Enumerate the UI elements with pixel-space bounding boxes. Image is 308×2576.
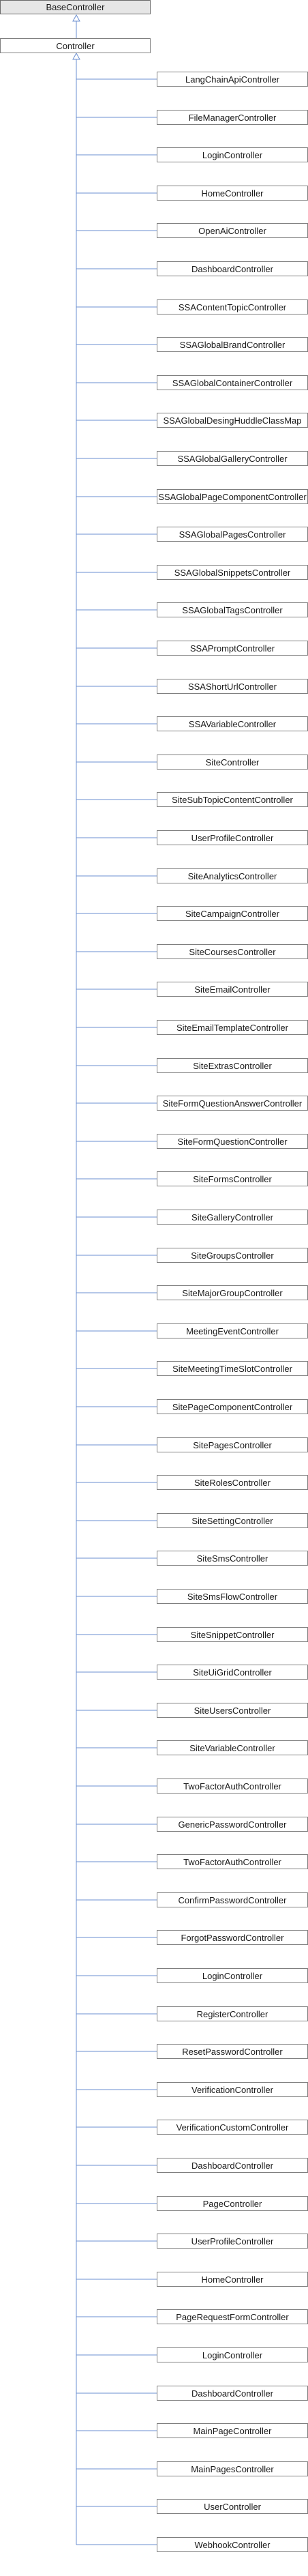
child-node-dashboard-controller[interactable]: DashboardController: [157, 2386, 308, 2401]
child-node-verification-custom-controller[interactable]: VerificationCustomController: [157, 2120, 308, 2135]
child-node-login-controller[interactable]: LoginController: [157, 147, 308, 162]
child-node-site-roles-controller[interactable]: SiteRolesController: [157, 1475, 308, 1490]
child-node-ssa-global-snippets-controller[interactable]: SSAGlobalSnippetsController: [157, 565, 308, 580]
child-node-login-controller[interactable]: LoginController: [157, 2347, 308, 2362]
child-node-user-controller[interactable]: UserController: [157, 2499, 308, 2514]
child-node-forgot-password-controller[interactable]: ForgotPasswordController: [157, 1930, 308, 1945]
child-node-site-users-controller[interactable]: SiteUsersController: [157, 1703, 308, 1718]
child-node-user-profile-controller[interactable]: UserProfileController: [157, 2234, 308, 2249]
child-node-ssa-global-page-component-controller[interactable]: SSAGlobalPageComponentController: [157, 489, 308, 504]
child-node-ssa-global-pages-controller[interactable]: SSAGlobalPagesController: [157, 527, 308, 542]
child-node-site-analytics-controller[interactable]: SiteAnalyticsController: [157, 868, 308, 883]
inheritance-arrow-controller: [72, 52, 80, 60]
child-node-open-ai-controller[interactable]: OpenAiController: [157, 223, 308, 238]
child-node-site-email-template-controller[interactable]: SiteEmailTemplateController: [157, 1020, 308, 1035]
child-node-site-forms-controller[interactable]: SiteFormsController: [157, 1171, 308, 1186]
child-node-login-controller[interactable]: LoginController: [157, 1968, 308, 1983]
child-node-ssa-global-tags-controller[interactable]: SSAGlobalTagsController: [157, 602, 308, 617]
child-node-two-factor-auth-controller[interactable]: TwoFactorAuthController: [157, 1854, 308, 1869]
child-node-two-factor-auth-controller[interactable]: TwoFactorAuthController: [157, 1779, 308, 1794]
base-controller-node[interactable]: BaseController: [0, 0, 151, 14]
child-node-ssa-content-topic-controller[interactable]: SSAContentTopicController: [157, 299, 308, 314]
child-node-site-campaign-controller[interactable]: SiteCampaignController: [157, 906, 308, 921]
child-node-dashboard-controller[interactable]: DashboardController: [157, 2158, 308, 2173]
child-node-site-major-group-controller[interactable]: SiteMajorGroupController: [157, 1285, 308, 1300]
child-node-site-gallery-controller[interactable]: SiteGalleryController: [157, 1210, 308, 1225]
child-node-site-setting-controller[interactable]: SiteSettingController: [157, 1513, 308, 1528]
child-node-site-sms-controller[interactable]: SiteSmsController: [157, 1551, 308, 1566]
child-node-site-sms-flow-controller[interactable]: SiteSmsFlowController: [157, 1589, 308, 1604]
child-node-page-request-form-controller[interactable]: PageRequestFormController: [157, 2309, 308, 2324]
child-node-home-controller[interactable]: HomeController: [157, 2272, 308, 2287]
child-node-register-controller[interactable]: RegisterController: [157, 2006, 308, 2021]
child-node-site-pages-controller[interactable]: SitePagesController: [157, 1437, 308, 1452]
child-node-ssa-prompt-controller[interactable]: SSAPromptController: [157, 641, 308, 656]
child-node-ssa-global-gallery-controller[interactable]: SSAGlobalGalleryController: [157, 451, 308, 466]
child-node-user-profile-controller[interactable]: UserProfileController: [157, 830, 308, 845]
child-node-site-snippet-controller[interactable]: SiteSnippetController: [157, 1627, 308, 1642]
child-node-site-extras-controller[interactable]: SiteExtrasController: [157, 1058, 308, 1073]
child-node-main-pages-controller[interactable]: MainPagesController: [157, 2461, 308, 2476]
child-node-ssa-variable-controller[interactable]: SSAVariableController: [157, 716, 308, 731]
child-node-webhook-controller[interactable]: WebhookController: [157, 2537, 308, 2552]
child-node-lang-chain-api-controller[interactable]: LangChainApiController: [157, 72, 308, 87]
child-node-site-groups-controller[interactable]: SiteGroupsController: [157, 1248, 308, 1263]
child-node-home-controller[interactable]: HomeController: [157, 186, 308, 201]
child-node-dashboard-controller[interactable]: DashboardController: [157, 261, 308, 276]
child-node-site-sub-topic-content-controller[interactable]: SiteSubTopicContentController: [157, 792, 308, 807]
child-node-site-controller[interactable]: SiteController: [157, 755, 308, 770]
child-node-file-manager-controller[interactable]: FileManagerController: [157, 110, 308, 125]
child-node-ssa-short-url-controller[interactable]: SSAShortUrlController: [157, 679, 308, 694]
child-node-site-courses-controller[interactable]: SiteCoursesController: [157, 944, 308, 959]
child-node-ssa-global-desing-huddle-class-map[interactable]: SSAGlobalDesingHuddleClassMap: [157, 413, 308, 428]
child-node-site-form-question-controller[interactable]: SiteFormQuestionController: [157, 1134, 308, 1149]
child-node-page-controller[interactable]: PageController: [157, 2196, 308, 2211]
child-node-generic-password-controller[interactable]: GenericPasswordController: [157, 1817, 308, 1832]
child-node-reset-password-controller[interactable]: ResetPasswordController: [157, 2044, 308, 2059]
controller-node[interactable]: Controller: [0, 38, 151, 53]
child-node-main-page-controller[interactable]: MainPageController: [157, 2423, 308, 2438]
child-node-site-form-question-answer-controller[interactable]: SiteFormQuestionAnswerController: [157, 1096, 308, 1111]
child-node-site-ui-grid-controller[interactable]: SiteUiGridController: [157, 1665, 308, 1680]
child-node-ssa-global-container-controller[interactable]: SSAGlobalContainerController: [157, 375, 308, 390]
child-node-confirm-password-controller[interactable]: ConfirmPasswordController: [157, 1892, 308, 1907]
child-node-site-meeting-time-slot-controller[interactable]: SiteMeetingTimeSlotController: [157, 1361, 308, 1376]
child-node-site-variable-controller[interactable]: SiteVariableController: [157, 1740, 308, 1755]
child-node-site-page-component-controller[interactable]: SitePageComponentController: [157, 1399, 308, 1414]
child-node-verification-controller[interactable]: VerificationController: [157, 2082, 308, 2097]
child-node-site-email-controller[interactable]: SiteEmailController: [157, 982, 308, 997]
inheritance-arrow-base: [72, 14, 80, 22]
child-node-meeting-event-controller[interactable]: MeetingEventController: [157, 1323, 308, 1338]
child-node-ssa-global-brand-controller[interactable]: SSAGlobalBrandController: [157, 337, 308, 352]
